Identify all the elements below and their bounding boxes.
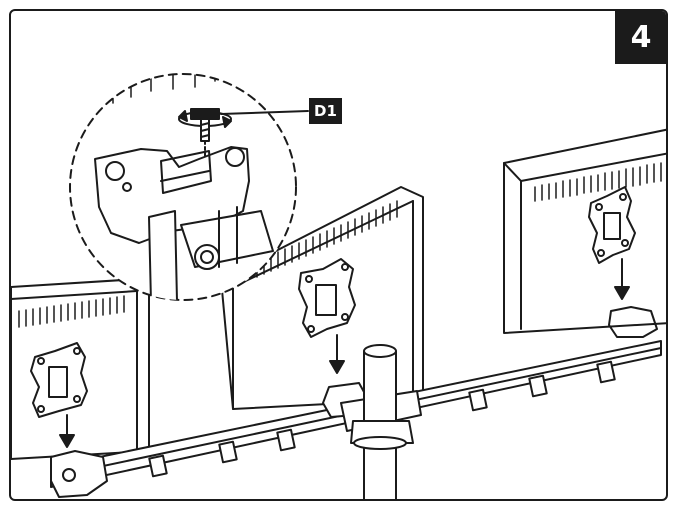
vent-slats-right — [534, 162, 662, 202]
arrow-down-icon — [59, 414, 75, 448]
screw-d1 — [178, 108, 232, 160]
part-label-d1: D1 — [309, 98, 342, 124]
vent-slats-left — [18, 295, 125, 328]
monitor-left — [11, 278, 150, 460]
step-number-badge: 4 — [615, 11, 666, 64]
monitor-right — [503, 128, 666, 338]
vesa-plate-right — [588, 186, 636, 264]
callout-leader — [220, 110, 309, 115]
assembly-illustration — [11, 73, 666, 499]
instruction-panel: D1 4 — [9, 9, 668, 501]
mounting-rail — [50, 340, 662, 498]
vent-slats-center — [256, 200, 398, 278]
mounting-pole — [350, 344, 414, 499]
detail-zoom — [69, 73, 309, 301]
vesa-plate-left — [30, 342, 88, 418]
arrow-down-icon — [329, 334, 345, 374]
arrow-down-icon — [614, 258, 630, 300]
vesa-plate-center — [298, 258, 356, 338]
